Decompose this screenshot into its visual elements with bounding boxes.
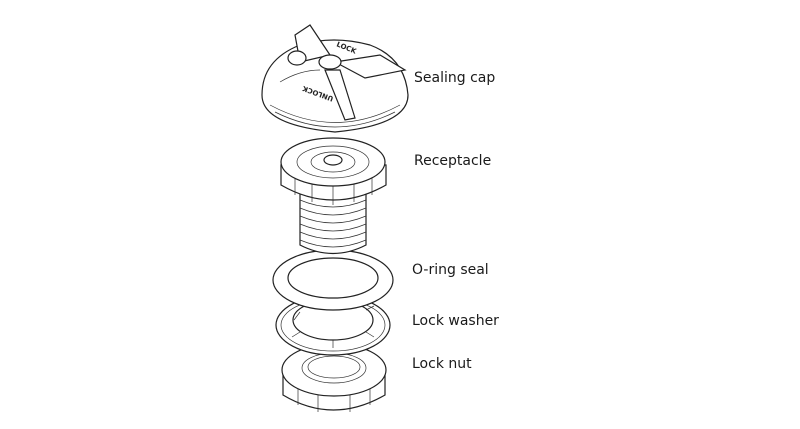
label-receptacle: Receptacle (414, 153, 492, 169)
label-sealing-cap: Sealing cap (414, 70, 496, 86)
label-o-ring-seal: O-ring seal (412, 262, 489, 278)
o-ring-seal-drawing (272, 249, 394, 311)
lock-washer-drawing (275, 294, 391, 356)
sealing-cap-drawing: LOCK UNLOCK (261, 24, 409, 133)
receptacle-drawing (280, 137, 387, 254)
lock-nut-drawing (281, 343, 387, 412)
label-lock-nut: Lock nut (412, 356, 472, 372)
label-lock-washer: Lock washer (412, 313, 499, 329)
